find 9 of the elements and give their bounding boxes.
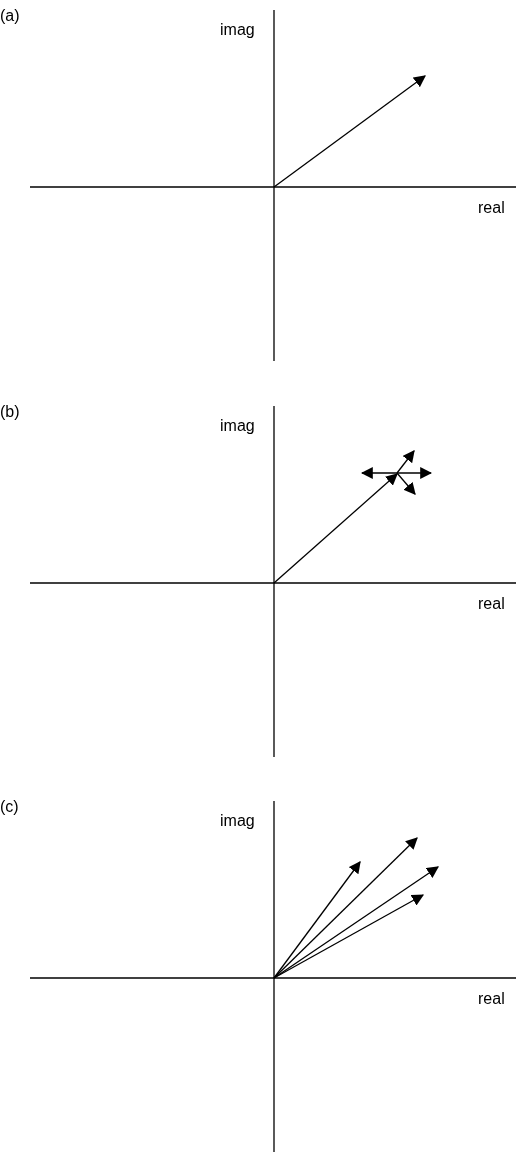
axis-label: real bbox=[478, 200, 505, 216]
axis-label: imag bbox=[220, 22, 255, 38]
axis-label: imag bbox=[220, 813, 255, 829]
panel-label: (b) bbox=[0, 404, 20, 420]
panel-label: (a) bbox=[0, 8, 20, 24]
panel-label: (c) bbox=[0, 799, 19, 815]
axis-label: real bbox=[478, 596, 505, 612]
axis-label: real bbox=[478, 991, 505, 1007]
axis-label: imag bbox=[220, 418, 255, 434]
